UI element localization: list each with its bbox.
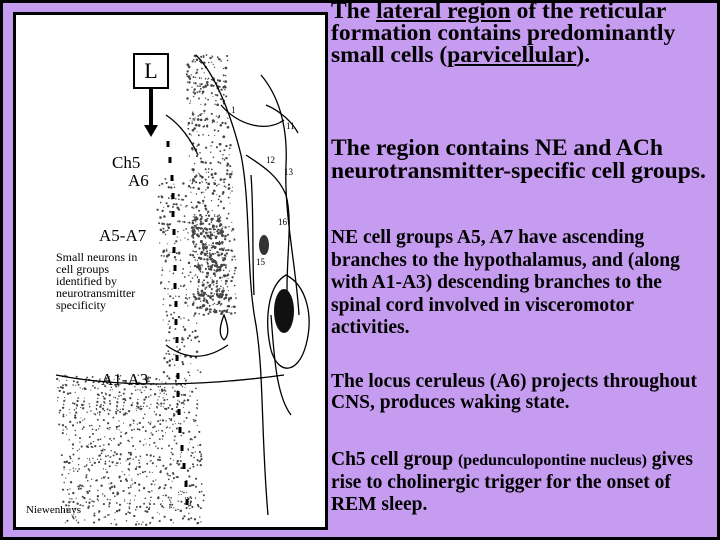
label-a1-a3: A1-A3	[101, 370, 149, 389]
paragraph-cell-groups: The region contains NE and ACh neurotran…	[331, 135, 706, 184]
number-label-13: 13	[284, 167, 294, 177]
p1-text-start: The	[331, 0, 377, 24]
nuclei-outlines	[55, 54, 310, 516]
small-neurons-line-1: Small neurons in	[56, 250, 138, 264]
brainstem-figure-panel: 1 11 12 13 15 16 L Ch5 A6 A5-A7 Small ne…	[13, 12, 328, 530]
small-neurons-line-4: neurotransmitter	[56, 286, 136, 300]
small-neurons-line-3: identified by	[56, 274, 117, 288]
p5-pedunculopontine: (pedunculopontine nucleus)	[457, 452, 647, 469]
p1-text-middle: of the reticular formation contains pred…	[331, 0, 676, 68]
number-label-15: 15	[256, 257, 266, 267]
paragraph-locus-ceruleus: The locus ceruleus (A6) projects through…	[331, 371, 697, 413]
p5-text-start: Ch5 cell group	[331, 449, 458, 470]
figure-credit: Niewenhuys	[26, 504, 81, 516]
p5-text-end: gives rise to cholinergic trigger for th…	[331, 449, 693, 515]
paragraph-lateral-region: The lateral region of the reticular form…	[331, 0, 715, 68]
filled-nuclei	[259, 235, 294, 333]
number-label-1: 1	[231, 105, 236, 115]
paragraph-ch5: Ch5 cell group (pedunculopontine nucleus…	[331, 449, 715, 516]
label-ch5: Ch5	[112, 153, 141, 172]
number-label-12: 12	[266, 155, 275, 165]
paragraph-ne-groups: NE cell groups A5, A7 have ascending bra…	[331, 227, 680, 338]
p1-parvicellular-term: parvicellular	[447, 42, 577, 68]
small-neurons-line-5: specificity	[56, 298, 106, 312]
figure-numbers: 1 11 12 13 15 16	[231, 105, 295, 267]
number-label-16: 16	[278, 217, 288, 227]
label-l-box: L	[133, 53, 169, 89]
nucleus-dashed-line	[166, 141, 189, 505]
label-a5-a7: A5-A7	[99, 226, 147, 245]
number-label-11: 11	[286, 121, 295, 131]
small-neurons-note: Small neurons in cell groups identified …	[56, 251, 137, 311]
p1-lateral-region-term: lateral region	[376, 0, 511, 24]
p1-text-end: ).	[576, 42, 591, 68]
small-neurons-line-2: cell groups	[56, 262, 109, 276]
label-a6: A6	[128, 171, 149, 190]
